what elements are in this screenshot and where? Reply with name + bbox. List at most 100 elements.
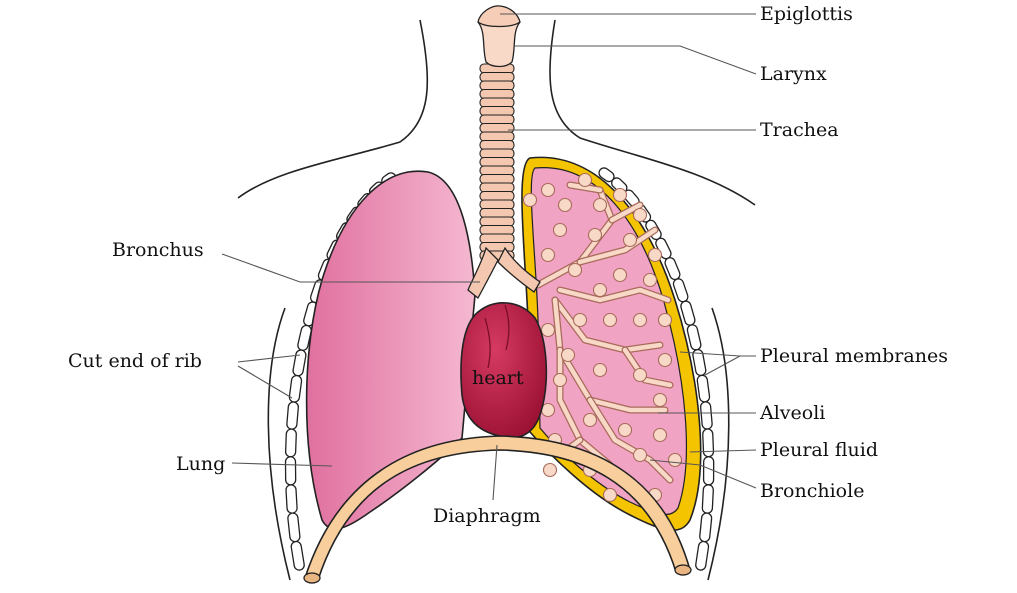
label-cut-end-of-rib: Cut end of rib xyxy=(68,350,202,372)
trachea-ring xyxy=(479,114,515,125)
alveolus xyxy=(632,207,648,223)
heart-detail-2 xyxy=(504,304,510,351)
trachea-ring xyxy=(479,148,515,159)
alveolus xyxy=(540,247,556,263)
trachea-ring xyxy=(479,224,515,236)
trachea-ring xyxy=(479,71,515,83)
rib-link-right xyxy=(702,428,715,458)
leader-bronchiole xyxy=(649,459,757,489)
alveolus xyxy=(652,427,668,443)
alveolus xyxy=(602,487,618,503)
rib-link-right xyxy=(696,374,711,403)
alveolus xyxy=(612,187,628,203)
trachea-ring xyxy=(479,173,515,185)
alveolus xyxy=(540,322,556,338)
rib-link-left xyxy=(286,401,299,430)
label-heart: heart xyxy=(472,367,524,389)
trachea-ring xyxy=(479,97,515,108)
rib-link-left xyxy=(287,512,301,543)
rib-link-left xyxy=(288,374,303,403)
label-larynx: Larynx xyxy=(760,63,827,85)
leader-lung xyxy=(231,462,333,467)
trachea-ring xyxy=(479,80,515,91)
heart-detail xyxy=(484,317,491,369)
bronchiole-branch-inner xyxy=(557,287,671,303)
rib-link-right xyxy=(702,456,715,486)
alveolus xyxy=(622,232,638,248)
leader-pleural-membranes-1 xyxy=(679,351,756,357)
alveolus xyxy=(592,362,608,378)
leader-pleural-fluid xyxy=(689,449,757,453)
leader-rib-lower xyxy=(237,365,293,399)
label-lung: Lung xyxy=(176,453,225,475)
rib-link-left xyxy=(284,456,297,486)
bronchiole-branch-inner xyxy=(587,397,673,483)
leader-bronchus xyxy=(221,253,480,283)
label-trachea: Trachea xyxy=(760,119,839,141)
trachea-ring xyxy=(479,216,515,227)
trachea-ring xyxy=(479,207,515,219)
trachea-ring xyxy=(479,131,515,142)
rib-link-right xyxy=(695,540,710,571)
alveolus xyxy=(572,312,588,328)
alveolus xyxy=(542,462,558,478)
alveolus xyxy=(592,197,608,213)
rib-link-right xyxy=(686,324,702,351)
bronchiole-branch-inner xyxy=(609,202,643,223)
bronchiole-branch-inner xyxy=(567,182,603,193)
left-lung xyxy=(305,170,476,530)
right-main-bronchus xyxy=(497,246,541,293)
rib-link-left xyxy=(285,484,298,514)
trachea-ring xyxy=(479,105,515,117)
alveolus xyxy=(647,247,663,263)
bronchial-tree xyxy=(522,172,683,503)
alveolus xyxy=(567,262,583,278)
alveolus xyxy=(657,312,673,328)
alveolus xyxy=(552,222,568,238)
trachea-ring xyxy=(479,156,515,168)
alveolus xyxy=(602,312,618,328)
rib-link-right xyxy=(699,401,713,430)
trachea-rings xyxy=(479,63,515,261)
label-alveoli: Alveoli xyxy=(759,402,825,424)
alveolus xyxy=(560,347,576,363)
left-main-bronchus xyxy=(467,246,499,299)
rib-link-right xyxy=(699,512,713,543)
label-bronchus: Bronchus xyxy=(112,239,204,261)
trachea-ring xyxy=(479,139,515,151)
alveolus xyxy=(582,412,598,428)
alveolus xyxy=(540,182,556,198)
trachea-ring xyxy=(479,199,515,210)
bronchiole-branch-inner xyxy=(622,347,673,388)
alveolus xyxy=(612,267,628,283)
alveolus xyxy=(592,282,608,298)
body-wall-left xyxy=(267,307,291,581)
alveolus xyxy=(652,392,668,408)
alveolus xyxy=(557,197,573,213)
alveolus xyxy=(657,352,673,368)
label-pleural-fluid: Pleural fluid xyxy=(760,439,878,461)
trachea-ring xyxy=(479,165,515,176)
rib-link-right xyxy=(701,484,714,514)
bronchiole-branch-inner xyxy=(577,227,658,265)
rib-link-left xyxy=(284,428,297,458)
bronchiole-branch-inner xyxy=(552,297,663,353)
trachea-ring xyxy=(479,190,515,202)
trachea-ring xyxy=(479,233,515,244)
leader-rib-upper xyxy=(237,354,301,363)
label-epiglottis: Epiglottis xyxy=(760,3,853,25)
alveolus xyxy=(577,172,593,188)
alveolus xyxy=(587,227,603,243)
label-diaphragm: Diaphragm xyxy=(433,505,541,527)
rib-link-left xyxy=(290,540,305,571)
leader-larynx xyxy=(515,45,757,75)
leader-diaphragm xyxy=(492,444,498,501)
rib-link-left xyxy=(292,349,307,377)
trachea-ring xyxy=(479,88,515,100)
leader-pleural-membranes-2 xyxy=(704,355,741,376)
larynx-shape xyxy=(477,21,521,68)
alveolus xyxy=(632,367,648,383)
alveolus xyxy=(552,372,568,388)
